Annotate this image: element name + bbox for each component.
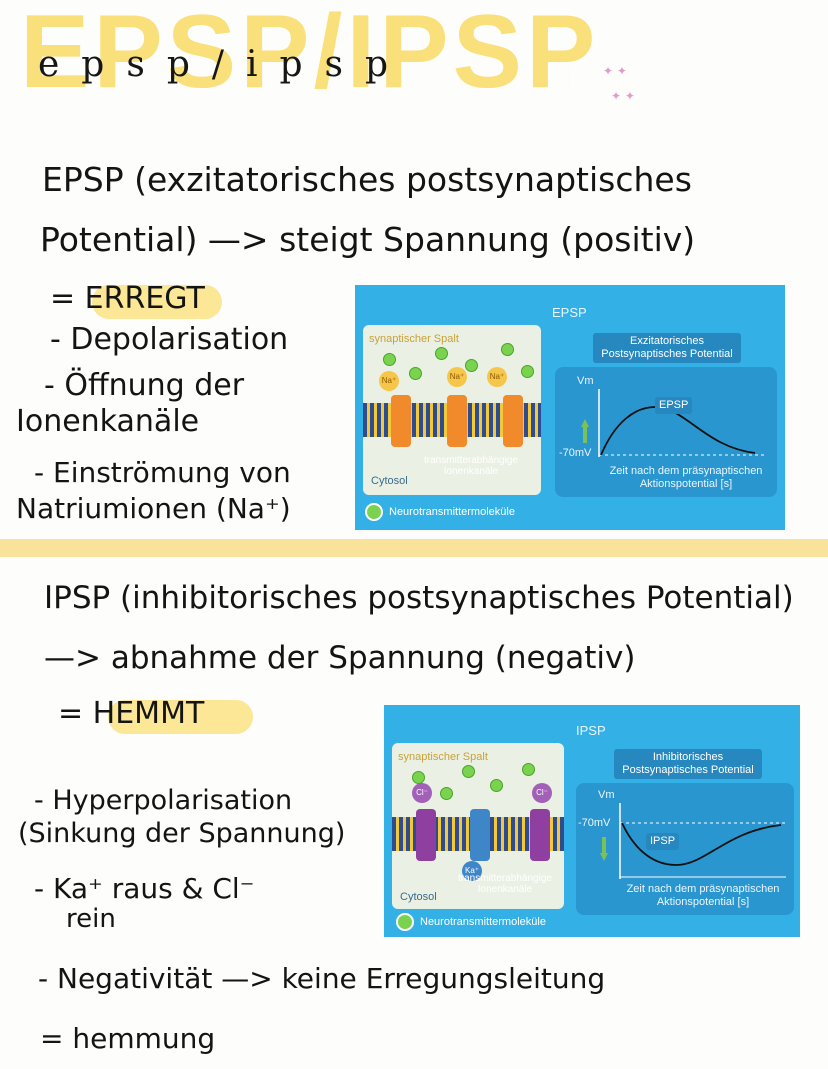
- graph-title-line2: Postsynaptisches Potential: [622, 764, 754, 777]
- neurotransmitter-dot: [440, 787, 453, 800]
- sodium-ion: Na⁺: [379, 371, 399, 391]
- cytosol-label: Cytosol: [371, 475, 408, 487]
- ipsp-note-line3: = HEMMT: [58, 696, 205, 731]
- epsp-note-line4: - Depolarisation: [50, 322, 289, 357]
- graph-title: Inhibitorisches Postsynaptisches Potenti…: [614, 749, 762, 780]
- epsp-figure-title: EPSP: [552, 305, 587, 320]
- ipsp-curve: [600, 803, 786, 879]
- ipsp-note-line4: - Hyperpolarisation: [34, 785, 293, 816]
- axis-x-label: Zeit nach dem präsynaptischen Aktionspot…: [595, 465, 777, 491]
- legend-label: Neurotransmittermoleküle: [389, 505, 515, 518]
- epsp-note-line2: Potential) —> steigt Spannung (positiv): [40, 220, 696, 259]
- epsp-note-line3: = ERREGT: [50, 281, 205, 316]
- synapse-diagram: synaptischer Spalt Cl⁻ Cl⁻ Ka⁺ transmitt…: [392, 743, 564, 909]
- curve-label: IPSP: [646, 833, 680, 851]
- svg-text:✦ ✦: ✦ ✦: [611, 89, 635, 103]
- ion-channel: [447, 395, 467, 447]
- graph-title-line1: Inhibitorisches: [652, 751, 724, 763]
- channel-note: transmitterabhängige Ionenkanäle: [458, 873, 552, 895]
- ipsp-figure: IPSP synaptischer Spalt Cl⁻ Cl⁻ Ka⁺ tran…: [384, 705, 800, 937]
- neurotransmitter-legend-icon: [365, 503, 383, 521]
- axis-x-line2: Aktionspotential [s]: [656, 896, 750, 909]
- sodium-ion: Na⁺: [447, 367, 467, 387]
- ion-channel: [470, 809, 490, 861]
- potassium-ion: Ka⁺: [462, 861, 482, 881]
- neurotransmitter-dot: [462, 765, 475, 778]
- neurotransmitter-dot: [522, 763, 535, 776]
- curve-label: EPSP: [655, 397, 693, 415]
- ion-channel: [503, 395, 523, 447]
- synapse-diagram: synaptischer Spalt Na⁺ Na⁺ Na⁺ transmitt…: [363, 325, 541, 495]
- neurotransmitter-dot: [435, 347, 448, 360]
- epsp-note-line6: Ionenkanäle: [16, 404, 200, 439]
- ipsp-note-line8: - Negativität —> keine Erregungsleitung: [38, 962, 606, 995]
- legend: Neurotransmittermoleküle: [365, 503, 515, 521]
- potential-graph: Vm -70mV EPSP Zeit nach dem präsynaptisc…: [555, 367, 777, 497]
- epsp-note-line5: - Öffnung der: [44, 368, 245, 403]
- epsp-figure: EPSP synaptischer Spalt Na⁺ Na⁺ Na⁺ tran…: [355, 285, 785, 530]
- highlight-erregt: [92, 285, 222, 319]
- axis-x-line1: Zeit nach dem präsynaptischen: [609, 465, 763, 477]
- ion-channel: [391, 395, 411, 447]
- graph-title: Exzitatorisches Postsynaptisches Potenti…: [593, 333, 741, 364]
- ion-channel: [416, 809, 436, 861]
- neurotransmitter-dot: [412, 771, 425, 784]
- synaptic-cleft-label: synaptischer Spalt: [369, 333, 459, 345]
- axis-y-label: Vm: [577, 375, 594, 387]
- potential-graph: Vm -70mV IPSP Zeit nach dem präsynaptisc…: [576, 783, 794, 915]
- ipsp-note-line9: = hemmung: [40, 1022, 216, 1055]
- neurotransmitter-dot: [490, 779, 503, 792]
- synaptic-cleft-label: synaptischer Spalt: [398, 751, 488, 763]
- legend: Neurotransmittermoleküle: [396, 913, 546, 931]
- neurotransmitter-dot: [383, 353, 396, 366]
- page-title: epsp/ipsp: [38, 44, 411, 85]
- ipsp-note-line6: - Ka⁺ raus & Cl⁻: [34, 872, 255, 905]
- channel-note: transmitterabhängige Ionenkanäle: [424, 455, 518, 477]
- ipsp-note-line1: IPSP (inhibitorisches postsynaptisches P…: [44, 580, 794, 616]
- cytosol-label: Cytosol: [400, 891, 437, 903]
- baseline-label: -70mV: [578, 817, 611, 829]
- ipsp-figure-title: IPSP: [576, 723, 606, 738]
- epsp-note-line7: - Einströmung von: [34, 456, 291, 489]
- baseline-label: -70mV: [559, 447, 592, 459]
- neurotransmitter-dot: [465, 359, 478, 372]
- axis-x-line1: Zeit nach dem präsynaptischen: [626, 883, 780, 895]
- graph-title-line1: Exzitatorisches: [630, 335, 704, 347]
- neurotransmitter-dot: [521, 365, 534, 378]
- sodium-ion: Na⁺: [487, 367, 507, 387]
- svg-text:✦ ✦: ✦ ✦: [603, 64, 627, 78]
- section-divider: [0, 539, 828, 557]
- neurotransmitter-dot: [409, 367, 422, 380]
- ipsp-note-line7: rein: [66, 904, 116, 934]
- epsp-note-line8: Natriumionen (Na⁺): [16, 492, 291, 525]
- neurotransmitter-legend-icon: [396, 913, 414, 931]
- neurotransmitter-dot: [501, 343, 514, 356]
- chloride-ion: Cl⁻: [532, 783, 552, 803]
- page-title-outline: EPSP/IPSP: [20, 0, 600, 110]
- axis-x-line2: Aktionspotential [s]: [639, 478, 733, 491]
- ipsp-note-line5: (Sinkung der Spannung): [18, 818, 346, 849]
- ipsp-note-line2: —> abnahme der Spannung (negativ): [44, 640, 636, 676]
- axis-x-label: Zeit nach dem präsynaptischen Aktionspot…: [612, 883, 794, 909]
- moon-icon: ✦ ✦ ✦ ✦: [568, 26, 635, 131]
- epsp-note-line1: EPSP (exzitatorisches postsynaptisches: [42, 160, 692, 199]
- axis-y-label: Vm: [598, 789, 615, 801]
- chloride-ion: Cl⁻: [412, 783, 432, 803]
- graph-title-line2: Postsynaptisches Potential: [601, 348, 733, 361]
- ion-channel: [530, 809, 550, 861]
- legend-label: Neurotransmittermoleküle: [420, 915, 546, 928]
- highlight-hemmt: [108, 700, 253, 734]
